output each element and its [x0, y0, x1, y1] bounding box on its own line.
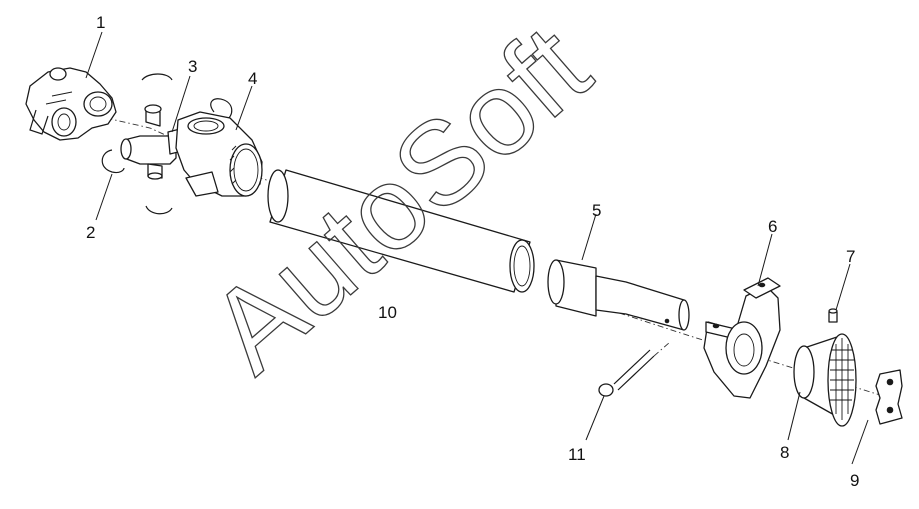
leader-lines	[85, 31, 869, 465]
callout-labels: 1 2 3 4 5 6 7 8 9 10 11	[86, 13, 859, 490]
callout-1: 1	[96, 13, 105, 32]
callout-4: 4	[248, 69, 257, 88]
callout-3: 3	[188, 57, 197, 76]
part-6-bearing-bracket	[703, 277, 781, 399]
callout-7: 7	[846, 247, 855, 266]
part-4-tube-yoke	[175, 111, 263, 197]
part-10-tube	[267, 169, 535, 293]
callout-10: 10	[378, 303, 397, 322]
callout-5: 5	[592, 201, 601, 220]
part-2-snap-rings	[101, 73, 233, 215]
part-9-cap	[875, 369, 903, 425]
watermark: AutoSoft	[185, 1, 613, 398]
part-5-stub-shaft	[547, 259, 690, 331]
callout-8: 8	[780, 443, 789, 462]
part-1-yoke	[25, 67, 117, 141]
callout-11: 11	[568, 445, 586, 464]
callout-6: 6	[768, 217, 777, 236]
callout-2: 2	[86, 223, 95, 242]
part-11-cotter-pin	[598, 341, 671, 397]
part-8-center-bearing	[793, 333, 857, 427]
callout-9: 9	[850, 471, 859, 490]
part-3-u-joint-cross	[120, 104, 187, 180]
